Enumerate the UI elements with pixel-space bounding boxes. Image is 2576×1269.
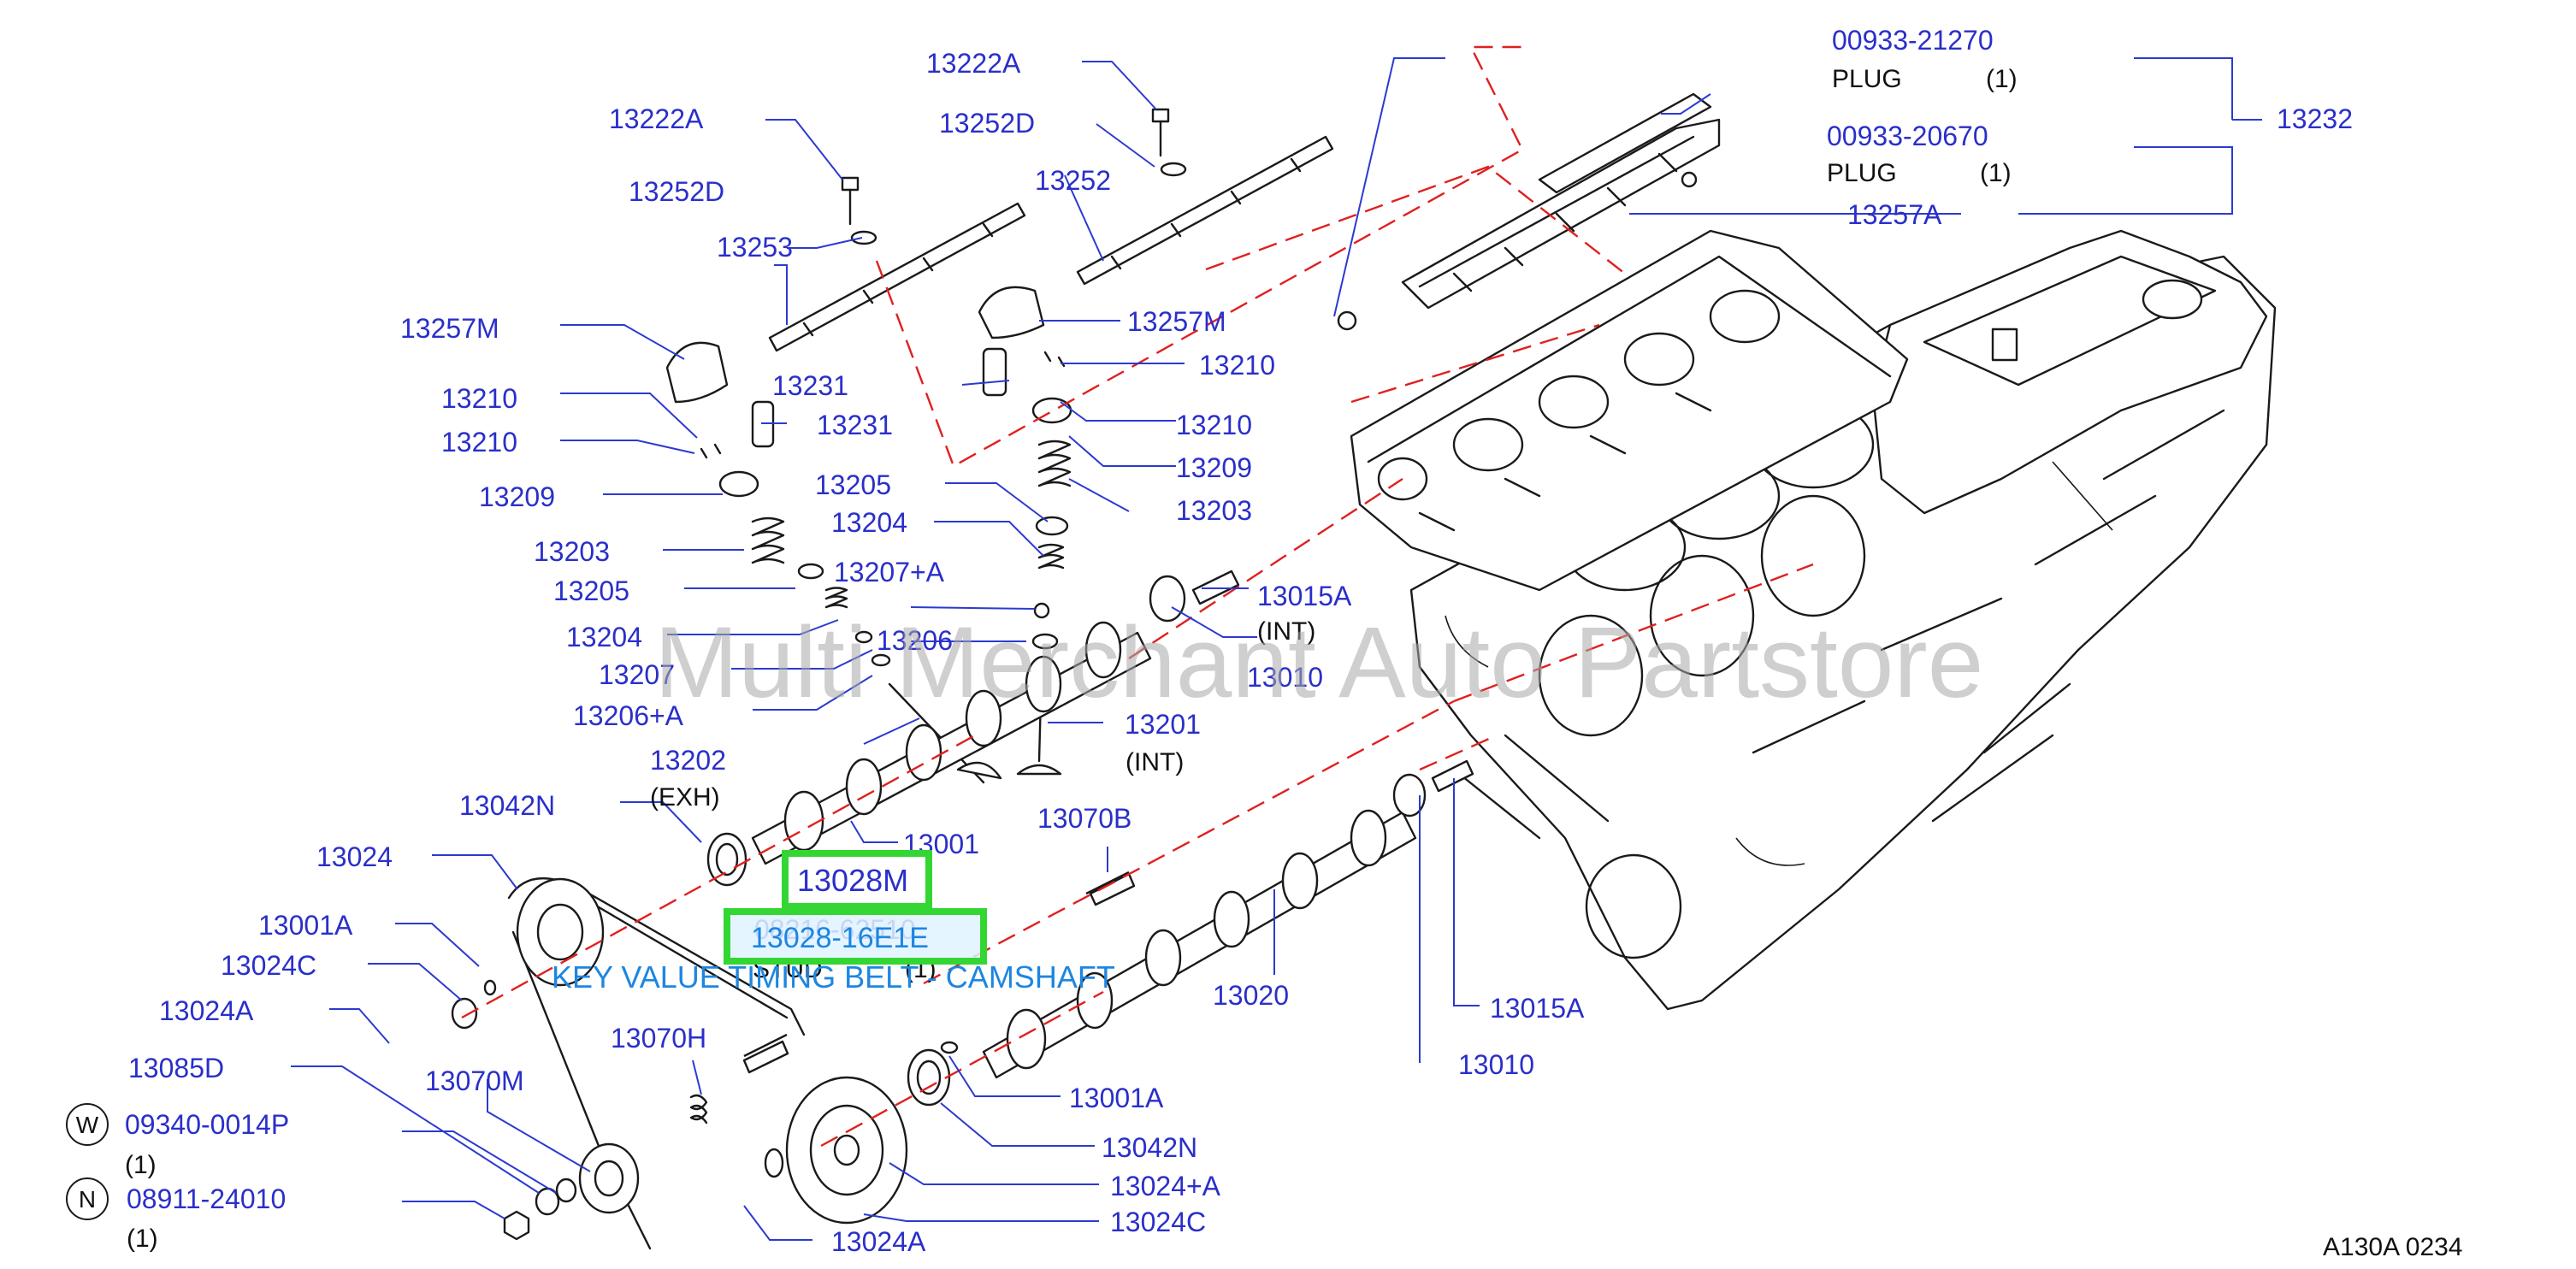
part-label[interactable]: 13024C [1110, 1207, 1206, 1237]
part-label[interactable]: 13010 [1247, 662, 1323, 693]
part-label[interactable]: 13206 [877, 625, 953, 656]
part-label[interactable]: 13210 [1176, 410, 1252, 440]
watermark: Multi Merchant Auto Partstore [654, 606, 1983, 719]
part-label[interactable]: 13206+A [573, 700, 684, 731]
part-label[interactable]: 13252 [1035, 165, 1111, 196]
part-label[interactable]: 13205 [815, 469, 891, 500]
highlight-label-13028m[interactable]: 13028M [797, 863, 908, 898]
part-label[interactable]: 13253 [717, 232, 793, 263]
highlight-box-13028m[interactable] [782, 850, 932, 910]
part-label[interactable]: 13024 [316, 841, 393, 872]
part-label[interactable]: 13232 [2277, 103, 2353, 134]
marker-n-circle [66, 1178, 109, 1220]
part-label[interactable]: 08911-24010 [127, 1183, 286, 1214]
plug-note: PLUG [1827, 159, 1897, 187]
circled-markers: W N [66, 1103, 109, 1220]
highlighted-parts[interactable]: 13028M 13028-16E1E KEY VALUE TIMING BELT… [552, 850, 1115, 995]
part-label[interactable]: 13207+A [834, 557, 945, 587]
int-note: (INT) [1257, 617, 1315, 646]
highlight-label-13028-16e1e[interactable]: 13028-16E1E [751, 922, 929, 954]
qty-note: (1) [127, 1225, 158, 1253]
part-label[interactable]: 13231 [772, 370, 848, 401]
part-label[interactable]: 13204 [831, 507, 907, 538]
part-label[interactable]: 13024A [831, 1226, 926, 1257]
part-label[interactable]: 13210 [1199, 350, 1275, 381]
marker-w-text: W [76, 1112, 99, 1138]
part-label[interactable]: 13257M [400, 313, 499, 344]
leader-lines [291, 57, 2262, 1241]
part-label[interactable]: 00933-21270 [1832, 25, 1994, 56]
plug-qty: (1) [1980, 159, 2012, 187]
part-label[interactable]: 13024A [159, 995, 254, 1026]
diagram-code: A130A 0234 [2323, 1233, 2463, 1261]
int-note: (INT) [1126, 748, 1184, 776]
part-label[interactable]: 13202 [650, 745, 726, 776]
engine-block-drawing [1409, 229, 2277, 1011]
part-label[interactable]: 13203 [1176, 495, 1252, 526]
part-label[interactable]: 13252D [629, 176, 724, 207]
part-label[interactable]: 13010 [1458, 1049, 1534, 1080]
part-label[interactable]: 13042N [1102, 1132, 1197, 1163]
part-label[interactable]: 13070H [611, 1023, 706, 1054]
part-label[interactable]: 13001A [1069, 1083, 1164, 1113]
part-label[interactable]: 13001A [258, 910, 353, 941]
qty-note: (1) [125, 1151, 157, 1179]
part-label[interactable]: 13210 [441, 383, 517, 414]
part-label[interactable]: 13024+A [1110, 1171, 1221, 1201]
part-label[interactable]: 13257A [1847, 199, 1942, 230]
part-label[interactable]: 09340-0014P [125, 1109, 289, 1140]
part-label[interactable]: 13205 [553, 575, 629, 606]
part-label[interactable]: 13201 [1125, 709, 1201, 740]
part-label[interactable]: 13042N [459, 790, 555, 821]
part-label[interactable]: 13222A [609, 103, 704, 134]
assembly-axes [461, 45, 1814, 1148]
rocker-shaft-drawings [768, 108, 1334, 352]
marker-w-circle [66, 1103, 109, 1146]
part-label[interactable]: 13209 [1176, 452, 1252, 483]
plug-qty: (1) [1986, 65, 2018, 93]
part-label[interactable]: 13252D [939, 108, 1035, 139]
part-label[interactable]: 13015A [1490, 993, 1585, 1024]
tooltip-text: KEY VALUE TIMING BELT - CAMSHAFT [552, 959, 1115, 995]
part-label[interactable]: 13024C [221, 950, 316, 981]
part-label[interactable]: 13257M [1127, 306, 1226, 337]
part-label[interactable]: 13203 [534, 536, 610, 567]
part-label[interactable]: 13222A [926, 48, 1021, 79]
part-label[interactable]: 13210 [441, 427, 517, 457]
plug-note: PLUG [1832, 65, 1902, 93]
part-label[interactable]: 13070M [425, 1065, 524, 1096]
cylinder-head-drawing [1337, 92, 1909, 592]
part-label[interactable]: 13015A [1257, 581, 1352, 611]
part-label[interactable]: 13204 [566, 622, 642, 652]
part-label[interactable]: 00933-20670 [1827, 121, 1988, 151]
exh-note: (EXH) [650, 783, 720, 812]
highlight-box-13028-16e1e[interactable] [724, 908, 987, 965]
part-label[interactable]: 13207 [599, 659, 675, 690]
timing-belt-drawings [451, 871, 1130, 1250]
part-label[interactable]: 13070B [1037, 803, 1131, 834]
part-labels: 00933-21270 00933-20670 13232 13257A 132… [125, 25, 2353, 1257]
part-label[interactable]: 13231 [817, 410, 893, 440]
part-label[interactable]: 13085D [128, 1053, 224, 1083]
part-label[interactable]: 13209 [479, 481, 555, 512]
part-label[interactable]: 13020 [1213, 980, 1289, 1011]
marker-n-text: N [79, 1186, 96, 1213]
highlight-fill [727, 912, 984, 961]
